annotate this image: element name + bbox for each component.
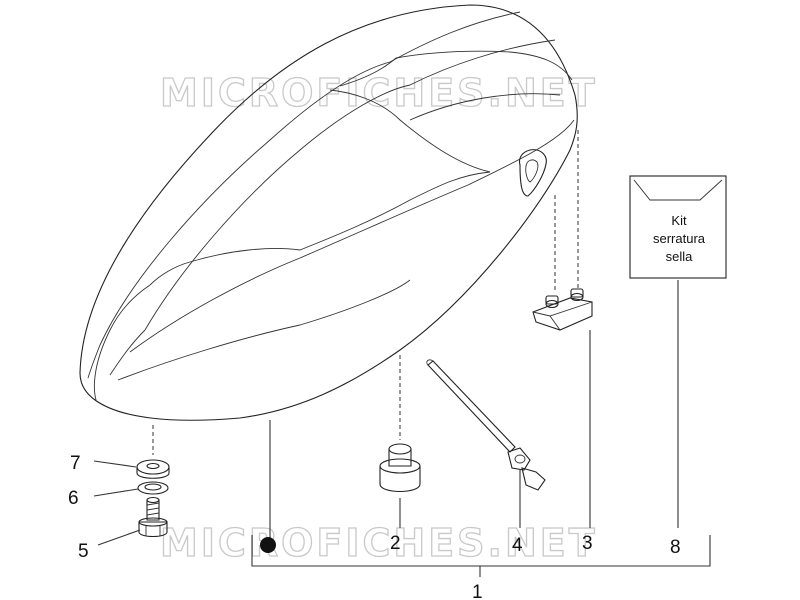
callout-7: 7 (70, 453, 81, 474)
washer-part (136, 459, 170, 479)
callout-4: 4 (512, 535, 523, 556)
kit-box (629, 175, 727, 279)
leader-6 (93, 488, 139, 497)
callout-3: 3 (582, 533, 593, 554)
callout-2: 2 (390, 533, 401, 554)
leader-5 (97, 529, 141, 546)
watermark-bottom: MICROFICHES.NET (160, 521, 598, 565)
kit-label-line-1: Kit (671, 213, 687, 228)
cable-tie-part (426, 359, 546, 491)
assembly-marker-dot (260, 537, 276, 553)
seat-illustration (79, 4, 578, 421)
callout-6: 6 (68, 488, 79, 509)
watermark-top: MICROFICHES.NET (160, 71, 598, 115)
rubber-buffer-part (379, 443, 421, 493)
callout-1: 1 (472, 582, 483, 600)
bolt-part (138, 496, 168, 538)
callout-5: 5 (78, 541, 89, 562)
hinge-bracket-part (532, 288, 593, 331)
assembly-bracket (251, 535, 711, 567)
callout-8: 8 (670, 537, 681, 558)
leader-7 (93, 460, 137, 468)
kit-label-line-3: sella (665, 249, 693, 264)
spring-washer-part (137, 481, 169, 495)
kit-label-line-2: serratura (652, 231, 706, 246)
kit-label: Kit serratura sella (633, 212, 725, 266)
